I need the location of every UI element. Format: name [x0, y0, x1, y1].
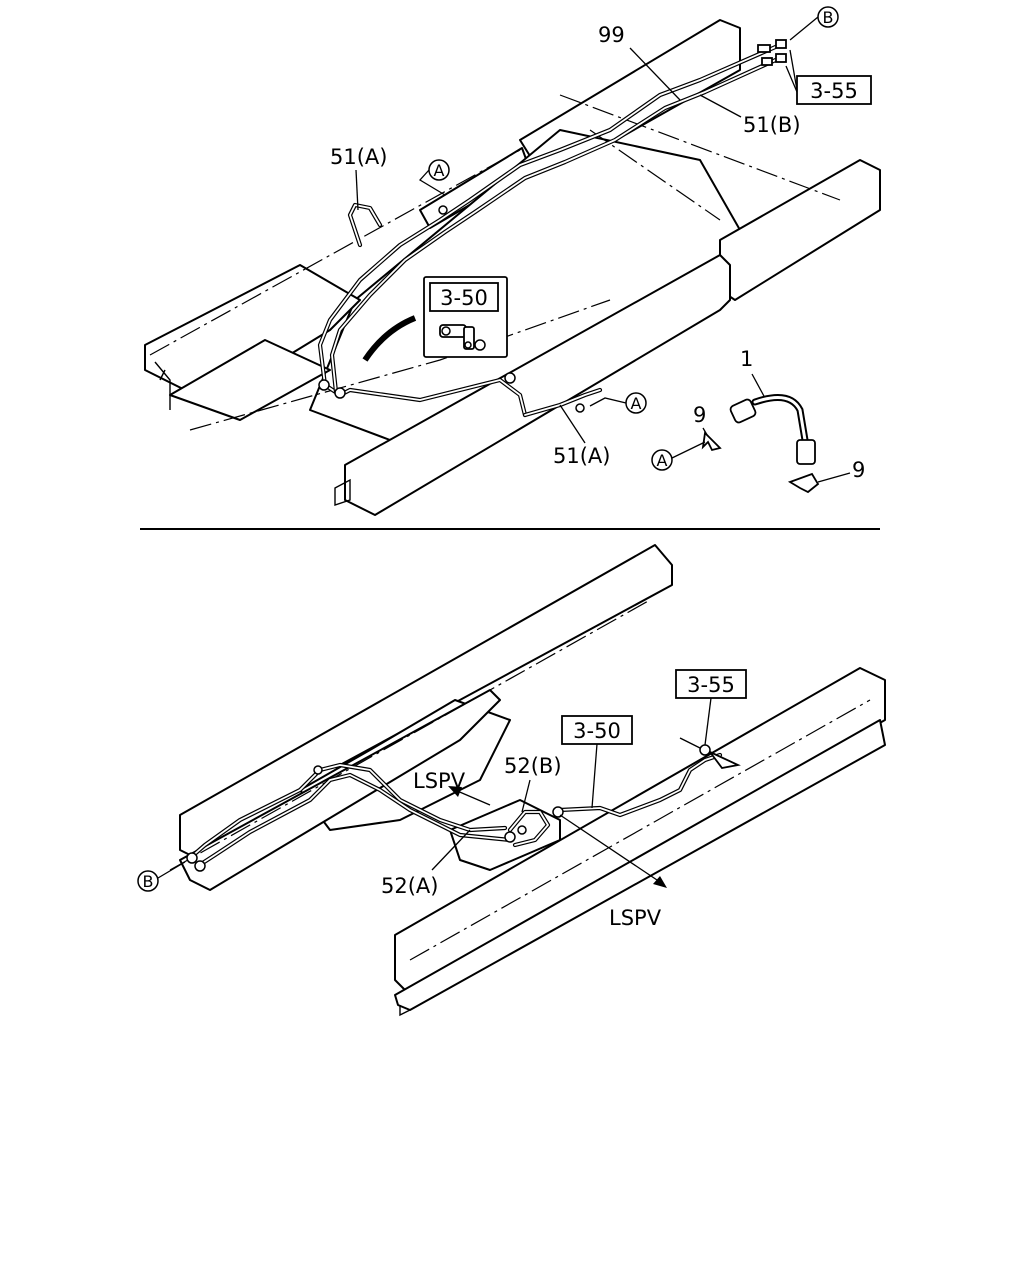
label-51b: 51(B) — [743, 113, 801, 137]
label-9-left: 9 — [693, 403, 706, 427]
clip-left-icon — [701, 431, 722, 452]
lspv-label-lower: LSPV — [609, 906, 662, 930]
ref-3-50-top-box — [429, 282, 499, 312]
callout-b-bottom: B — [143, 872, 154, 891]
label-9-right: 9 — [852, 458, 865, 482]
label-52a: 52(A) — [381, 874, 438, 898]
ref-3-55-top-box — [796, 75, 872, 105]
ref-3-50-top-label: 3-50 — [440, 286, 488, 310]
label-51a-upper: 51(A) — [330, 145, 387, 169]
lower-chassis-view: B LSPV LSPV 52(B) 52(A) 3-50 3-55 — [137, 544, 886, 1017]
label-1: 1 — [740, 347, 753, 371]
callout-b-top: B — [823, 8, 834, 27]
clip-right-icon — [787, 472, 820, 494]
callout-a-right: A — [631, 394, 642, 413]
callout-a-upper: A — [434, 161, 445, 180]
ref-3-50-bottom-label: 3-50 — [573, 719, 621, 743]
ref-3-55-top-label: 3-55 — [810, 79, 858, 103]
label-51a-lower: 51(A) — [553, 444, 610, 468]
label-99: 99 — [598, 23, 625, 47]
upper-chassis-view: 3-50 3-55 B 99 51(B) 51(A) A A — [144, 6, 881, 516]
flexible-hose-icon — [729, 394, 816, 465]
ref-3-50-bottom-box — [561, 715, 633, 745]
callout-a-clip: A — [657, 451, 668, 470]
ref-3-55-bottom-label: 3-55 — [687, 673, 735, 697]
lspv-valve-icon — [439, 324, 486, 351]
label-52b: 52(B) — [504, 754, 562, 778]
